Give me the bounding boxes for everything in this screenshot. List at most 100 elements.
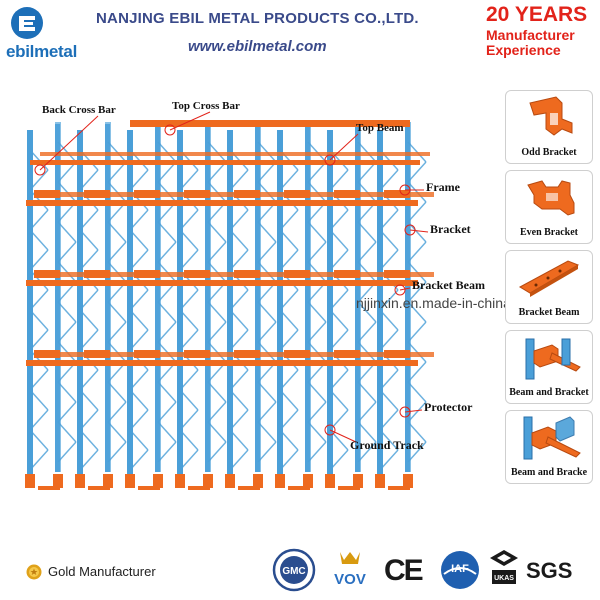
- rack-brace: [207, 241, 227, 263]
- rack-brace: [107, 161, 127, 183]
- rack-brace: [57, 161, 77, 183]
- callout-marker: [399, 184, 411, 196]
- rack-upright: [27, 130, 33, 480]
- rack-brace: [407, 301, 427, 323]
- rack-upright: [177, 130, 183, 480]
- ground-track: [238, 486, 260, 490]
- rack-brace: [229, 449, 249, 471]
- rack-depth-upright: [205, 124, 210, 472]
- rack-brace: [57, 241, 77, 263]
- rack-brace: [329, 169, 349, 191]
- component-bracket-beam: Bracket Beam: [505, 250, 593, 324]
- rack-bracket: [334, 270, 360, 278]
- rack-brace: [29, 369, 49, 391]
- rack-brace: [229, 169, 249, 191]
- rack-bracket: [134, 190, 160, 198]
- callout-marker: [394, 284, 406, 296]
- component-beam-and-bracket-2: Beam and Bracke: [505, 410, 593, 484]
- rack-brace: [279, 309, 299, 331]
- website-link[interactable]: www.ebilmetal.com: [188, 38, 327, 55]
- rack-brace: [329, 209, 349, 231]
- rack-depth-upright: [255, 124, 260, 472]
- rack-brace: [307, 381, 327, 403]
- rack-brace: [179, 369, 199, 391]
- rack-brace: [207, 221, 227, 243]
- rack-brace: [57, 221, 77, 243]
- rack-brace: [79, 249, 99, 271]
- callout-top-beam: Top Beam: [356, 122, 404, 134]
- iaf-text: IAF: [451, 563, 469, 575]
- rack-brace: [129, 249, 149, 271]
- rack-brace: [257, 401, 277, 423]
- callout-bracket: Bracket: [430, 222, 471, 236]
- rack-brace: [407, 381, 427, 403]
- rack-brace: [379, 169, 399, 191]
- rack-depth-upright: [355, 124, 360, 472]
- rack-brace: [329, 229, 349, 251]
- ce-mark: CE: [384, 554, 424, 587]
- rack-brace: [379, 369, 399, 391]
- callout-top-cross-bar: Top Cross Bar: [172, 100, 240, 112]
- rack-brace: [379, 409, 399, 431]
- rack-brace: [57, 421, 77, 443]
- rack-brace: [179, 309, 199, 331]
- ground-track: [288, 486, 310, 490]
- years-subtitle: Manufacturer Experience: [486, 28, 575, 58]
- callout-leader: [39, 115, 99, 171]
- rack-brace: [29, 389, 49, 411]
- rack-brace: [307, 401, 327, 423]
- rack-brace: [129, 409, 149, 431]
- callout-leader: [409, 229, 429, 233]
- page-footer: Gold Manufacturer GMC VOV CE IAF UKAS SG…: [0, 544, 600, 600]
- component-beam-and-bracket-1: Beam and Bracket: [505, 330, 593, 404]
- gold-medal-icon: [26, 564, 42, 580]
- rack-brace: [29, 409, 49, 431]
- beam-and-bracket-icon: [523, 416, 581, 460]
- rack-bracket: [284, 190, 310, 198]
- rack-brace: [357, 421, 377, 443]
- rack-upright: [77, 130, 83, 480]
- rack-brace: [357, 381, 377, 403]
- callout-frame: Frame: [426, 180, 460, 194]
- rack-brace: [307, 441, 327, 463]
- rack-brace: [129, 329, 149, 351]
- bracket-beam: [26, 200, 418, 206]
- rack-brace: [179, 449, 199, 471]
- callout-leader: [404, 409, 423, 413]
- rack-brace: [157, 421, 177, 443]
- rack-brace: [279, 329, 299, 351]
- ground-track: [38, 486, 60, 490]
- rack-brace: [157, 401, 177, 423]
- rack-protector: [403, 474, 413, 488]
- rack-protector: [353, 474, 363, 488]
- rack-brace: [129, 289, 149, 311]
- rack-brace: [407, 321, 427, 343]
- rack-bracket: [284, 270, 310, 278]
- rack-brace: [79, 329, 99, 351]
- component-even-bracket: Even Bracket: [505, 170, 593, 244]
- rack-brace: [79, 209, 99, 231]
- rack-brace: [107, 401, 127, 423]
- rack-brace: [357, 321, 377, 343]
- rack-brace: [157, 161, 177, 183]
- callout-marker: [34, 164, 46, 176]
- component-label: Odd Bracket: [521, 147, 577, 158]
- rack-brace: [407, 361, 427, 383]
- rack-brace: [329, 409, 349, 431]
- component-label: Even Bracket: [519, 227, 579, 238]
- rack-brace: [79, 449, 99, 471]
- ukas-seal-icon: UKAS: [490, 550, 518, 584]
- rack-brace: [379, 249, 399, 271]
- rack-brace: [129, 369, 149, 391]
- rack-brace: [57, 321, 77, 343]
- rack-bracket: [134, 270, 160, 278]
- rack-brace: [29, 309, 49, 331]
- rack-brace: [79, 309, 99, 331]
- years-line-experience: Experience: [486, 42, 561, 58]
- component-label: Beam and Bracket: [509, 387, 589, 398]
- callout-leader: [329, 133, 359, 161]
- rack-bracket: [334, 190, 360, 198]
- rack-bracket: [384, 270, 410, 278]
- rack-brace: [129, 229, 149, 251]
- rack-protector: [303, 474, 313, 488]
